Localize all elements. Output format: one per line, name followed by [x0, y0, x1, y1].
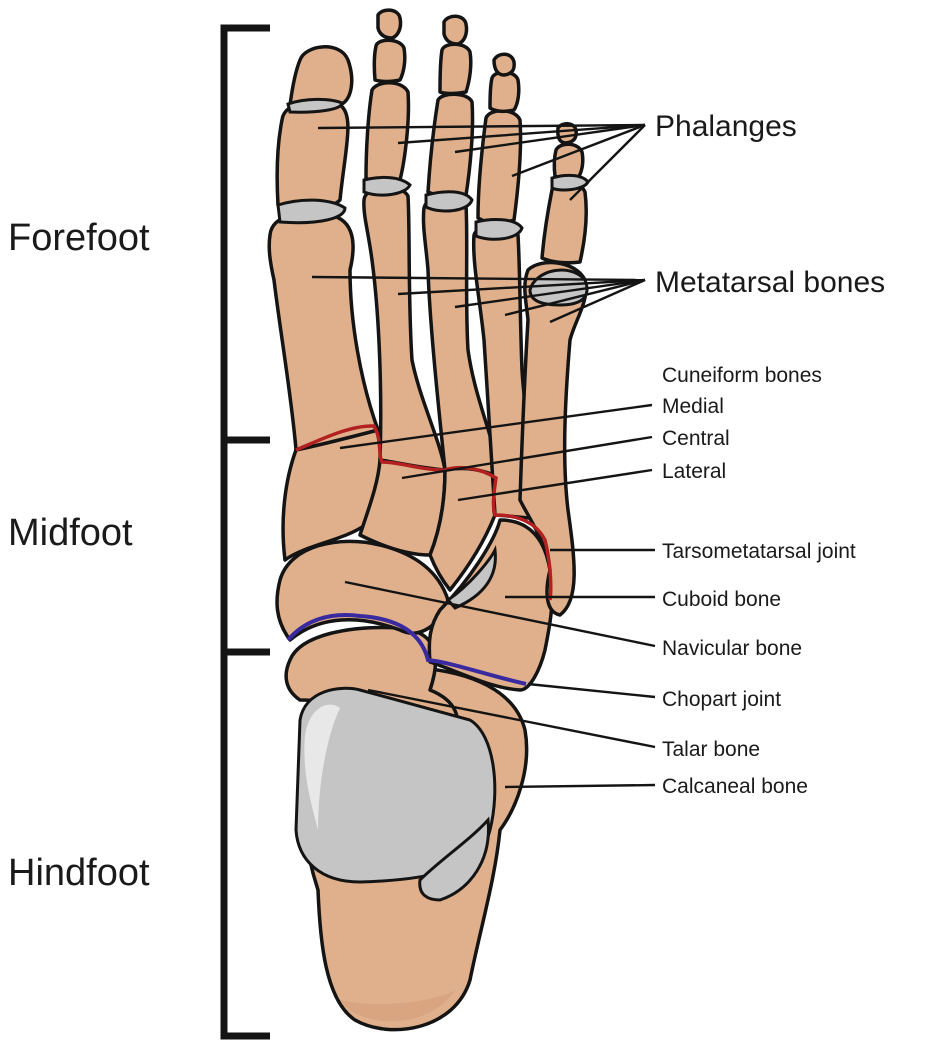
label-tarsometatarsal-joint: Tarsometatarsal joint — [662, 540, 856, 563]
label-phalanges: Phalanges — [655, 110, 797, 143]
label-metatarsal-bones: Metatarsal bones — [655, 266, 885, 299]
label-cuneiform-bones: Cuneiform bones — [662, 364, 822, 387]
fifth-toe-phalanges — [542, 124, 588, 263]
label-lateral-cuneiform: Lateral — [662, 460, 726, 483]
region-label-forefoot: Forefoot — [8, 217, 150, 259]
label-talar-bone: Talar bone — [662, 738, 760, 761]
second-toe-phalanges — [364, 10, 410, 195]
label-cuboid-bone: Cuboid bone — [662, 588, 781, 611]
label-navicular-bone: Navicular bone — [662, 637, 802, 660]
label-medial-cuneiform: Medial — [662, 395, 724, 418]
region-bracket — [224, 28, 270, 1036]
big-toe-phalanges — [277, 47, 352, 223]
region-label-midfoot: Midfoot — [8, 512, 133, 554]
metatarsal-1-shape — [269, 213, 378, 450]
talar-dome-cartilage — [296, 688, 495, 900]
label-chopart-joint: Chopart joint — [662, 688, 781, 711]
label-central-cuneiform: Central — [662, 427, 730, 450]
third-toe-phalanges — [426, 16, 473, 211]
region-label-hindfoot: Hindfoot — [8, 852, 150, 894]
label-calcaneal-bone: Calcaneal bone — [662, 775, 808, 798]
